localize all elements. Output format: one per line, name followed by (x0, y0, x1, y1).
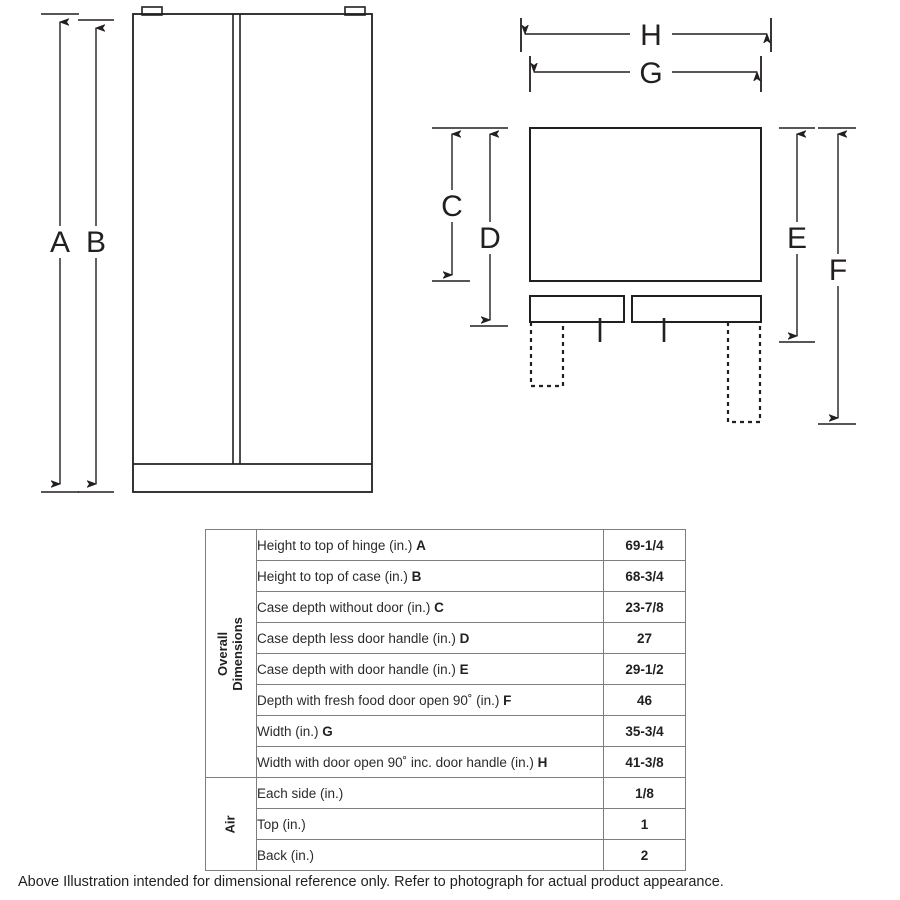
table-row: Overall Dimensions Height to top of hing… (205, 529, 686, 778)
row-tag: F (503, 692, 512, 708)
dimension-label-A: A (50, 226, 70, 259)
row-tag: D (459, 630, 470, 646)
dimension-arrow-D (470, 127, 508, 327)
row-description: Height to top of hinge (in.) A (256, 529, 604, 561)
row-value: 23-7/8 (603, 591, 686, 623)
row-description-text: Height to top of hinge (in.) (257, 537, 413, 553)
row-description-text: Case depth less door handle (in.) (257, 630, 456, 646)
row-value: 35-3/4 (603, 715, 686, 747)
dimension-arrow-E (779, 127, 815, 343)
table-row: Height to top of case (in.) B 68-3/4 (206, 560, 686, 592)
group-label-line1: Air (222, 814, 238, 834)
specifications-table: Overall Dimensions Height to top of hing… (205, 529, 686, 871)
row-value: 41-3/8 (603, 746, 686, 778)
dimension-arrow-C (432, 127, 470, 282)
row-tag: C (434, 599, 444, 615)
row-description: Back (in.) (256, 839, 604, 871)
row-description: Height to top of case (in.) B (256, 560, 604, 592)
dimension-label-D: D (479, 222, 501, 255)
row-description-text: Case depth with door handle (in.) (257, 661, 456, 677)
group-label-overall-dimensions: Overall Dimensions (205, 529, 257, 778)
dimension-label-H: H (640, 19, 662, 52)
specifications-table-container: Overall Dimensions Height to top of hing… (205, 529, 686, 871)
row-description-text: Width with door open 90˚ inc. door handl… (257, 754, 534, 770)
row-description-text: Depth with fresh food door open 90˚ (in.… (257, 692, 500, 708)
table-row: Case depth without door (in.) C 23-7/8 (206, 591, 686, 623)
table-row: Width with door open 90˚ inc. door handl… (206, 746, 686, 778)
dimension-label-E: E (787, 222, 807, 255)
row-description-text: Height to top of case (in.) (257, 568, 408, 584)
row-value: 68-3/4 (603, 560, 686, 592)
top-plan-doors-open-dashed (529, 322, 762, 424)
row-description-text: Each side (in.) (257, 785, 344, 801)
row-value: 69-1/4 (603, 529, 686, 561)
table-row: Back (in.) 2 (206, 839, 686, 871)
group-label-air: Air (205, 777, 257, 871)
row-description: Depth with fresh food door open 90˚ (in.… (256, 684, 604, 716)
row-value: 1 (603, 808, 686, 840)
row-tag: G (322, 723, 333, 739)
row-tag: B (411, 568, 422, 584)
dimension-label-G: G (639, 57, 662, 90)
row-value: 29-1/2 (603, 653, 686, 685)
dimension-label-C: C (441, 190, 463, 223)
row-value: 2 (603, 839, 686, 871)
row-value: 46 (603, 684, 686, 716)
row-tag: H (537, 754, 548, 770)
table-row: Width (in.) G 35-3/4 (206, 715, 686, 747)
dimension-arrow-A (41, 13, 79, 493)
group-label-line1: Overall (215, 631, 231, 676)
row-description: Top (in.) (256, 808, 604, 840)
table-body: Overall Dimensions Height to top of hing… (205, 529, 686, 871)
top-plan-case (529, 127, 762, 282)
dimension-label-B: B (86, 226, 106, 259)
row-description-text: Top (in.) (257, 816, 306, 832)
row-value: 27 (603, 622, 686, 654)
row-description: Width (in.) G (256, 715, 604, 747)
dimension-arrow-F (818, 127, 856, 425)
dimension-diagram: A B H G C D E F (41, 6, 856, 493)
table-row: Case depth less door handle (in.) D 27 (206, 622, 686, 654)
row-tag: E (459, 661, 469, 677)
dimension-arrow-B (78, 19, 114, 493)
front-elevation-body (132, 6, 373, 493)
footer-disclaimer: Above Illustration intended for dimensio… (18, 874, 724, 890)
row-description-text: Back (in.) (257, 847, 315, 863)
top-plan-doors (529, 295, 762, 342)
row-description-text: Case depth without door (in.) (257, 599, 431, 615)
row-value: 1/8 (603, 777, 686, 809)
row-description: Case depth with door handle (in.) E (256, 653, 604, 685)
row-tag: A (416, 537, 426, 553)
row-description: Each side (in.) (256, 777, 604, 809)
dimension-label-F: F (829, 254, 847, 287)
table-row: Case depth with door handle (in.) E 29-1… (206, 653, 686, 685)
row-description: Width with door open 90˚ inc. door handl… (256, 746, 604, 778)
row-description: Case depth less door handle (in.) D (256, 622, 604, 654)
dimension-arrow-G (529, 56, 762, 92)
dimension-arrow-H (520, 18, 772, 52)
row-description-text: Width (in.) (257, 723, 319, 739)
row-description: Case depth without door (in.) C (256, 591, 604, 623)
table-row: Depth with fresh food door open 90˚ (in.… (206, 684, 686, 716)
table-row: Air Each side (in.) 1/8 (205, 777, 686, 871)
table-row: Top (in.) 1 (206, 808, 686, 840)
group-label-line2: Dimensions (230, 616, 245, 691)
